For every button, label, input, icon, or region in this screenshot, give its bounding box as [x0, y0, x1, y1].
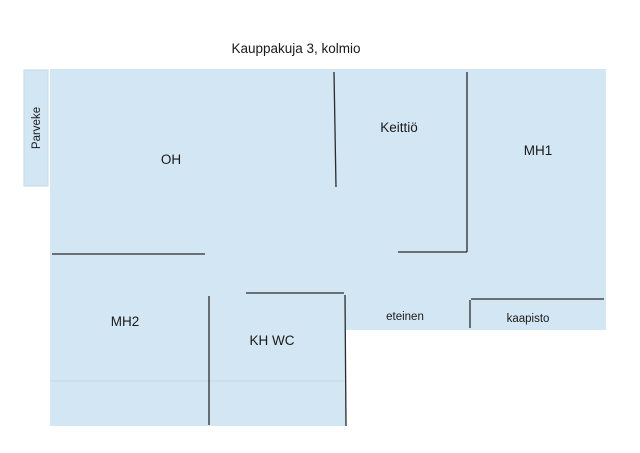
plan-title: Kauppakuja 3, kolmio — [231, 41, 360, 56]
living-room-label: OH — [161, 152, 181, 167]
closet-label: kaapisto — [507, 313, 550, 325]
bathroom-right-wall — [344, 294, 347, 427]
bathroom-wc-label: KH WC — [250, 333, 295, 348]
bedroom-2-label: MH2 — [111, 314, 140, 329]
balcony-area — [23, 69, 49, 187]
kitchen-label: Keittiö — [380, 120, 418, 135]
kitchen-left-wall — [333, 71, 337, 188]
lower-floor-area — [50, 330, 346, 426]
interior-walls — [52, 71, 604, 427]
main-floor-area — [50, 69, 606, 330]
hallway-label: eteinen — [386, 311, 424, 323]
balcony-label: Parveke — [31, 107, 43, 149]
bedroom-1-label: MH1 — [524, 143, 553, 158]
